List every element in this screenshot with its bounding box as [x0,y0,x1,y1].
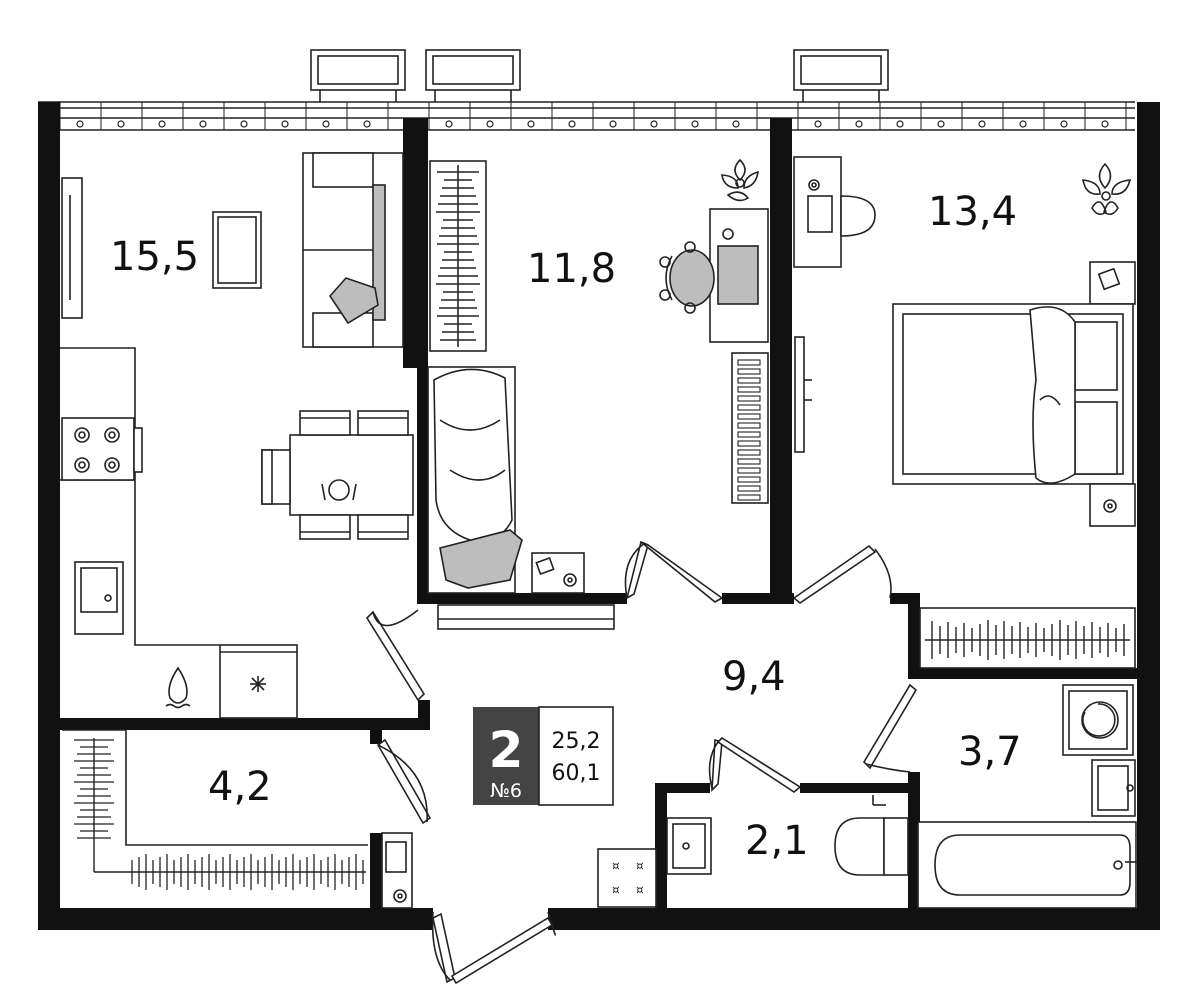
tv-panel [794,336,805,453]
bathroom-fixtures: ¤ ¤ ¤ ¤ [597,684,1138,909]
top-window-rail [38,101,1150,131]
desk-chair [669,249,715,307]
snowflake-icon [250,676,266,692]
pillow-2 [1074,401,1118,475]
bedroom-small-furniture [427,158,769,630]
room-labels: 15,5 11,8 13,4 9,4 4,2 3,7 2,1 [110,189,1022,864]
area-label-toilet: 2,1 [745,818,809,864]
badge-values-box [538,706,614,806]
door-toilet [716,736,802,793]
door-bathroom [862,683,918,770]
total-area-value: 60,1 [552,761,601,786]
water-heater [381,832,413,909]
svg-text:¤: ¤ [612,859,620,873]
wall-storage-stub [370,730,382,744]
wall-toilet-left [655,783,667,910]
living-kitchen-furniture [60,152,414,719]
wall-bedroom-small-bottom-b [722,593,794,604]
area-label-bathroom: 3,7 [958,729,1022,775]
wall-bottom-right [548,908,1160,930]
wall-bottom-left [38,908,433,930]
svg-text:¤: ¤ [636,859,644,873]
door-living [365,610,426,702]
unit-number: №6 [490,780,522,802]
wall-right [1137,102,1160,930]
room-count: 2 [489,721,524,779]
bedroom-large-furniture [793,156,1136,669]
wall-bedroom-small-bottom-a [417,593,627,604]
area-label-storage: 4,2 [208,764,272,810]
wall-storage-right [370,833,382,910]
wall-toilet-top-b [800,783,918,793]
wall-bedroom-divider [770,118,792,604]
pillow [439,529,523,589]
door-entrance-leaf [450,916,554,985]
washing-machine [1062,684,1134,756]
area-label-hallway: 9,4 [722,654,786,700]
wall-bathroom-top [908,668,1138,679]
wall-toilet-top-a [655,783,710,793]
door-bedroom-small-leaf [640,541,724,603]
living-area-value: 25,2 [552,729,601,754]
blanket [433,368,513,542]
pillow-1 [1074,321,1118,391]
shoe-cabinet [597,848,657,908]
shelf [437,604,615,630]
kitchen-sink [74,561,124,635]
svg-text:¤: ¤ [612,883,620,897]
area-label-living-kitchen: 15,5 [110,234,199,280]
walls [38,102,1160,930]
tv-stand [61,177,83,319]
wall-living-bedroom [403,118,417,368]
wall-bathroom-left [908,772,920,910]
chair-large [840,195,876,237]
cabinet-marks: ¤ ¤ ¤ ¤ [612,859,644,897]
svg-text:¤: ¤ [636,883,644,897]
unit-badge: 2 №6 25,2 60,1 [473,706,614,806]
cooktop [61,417,135,481]
duvet-fold [1029,306,1076,484]
area-label-bedroom-large: 13,4 [928,189,1017,235]
door-bedroom-large [792,544,877,605]
water-drop-icon [168,666,188,704]
bathtub [917,821,1137,909]
wall-left [38,102,60,928]
doors [365,540,918,985]
wall-storage-top [60,718,430,730]
wall-storage-corner [418,700,430,730]
door-toilet-frame [711,738,723,793]
door-storage [376,738,432,825]
area-label-bedroom-small: 11,8 [527,246,616,292]
dining-table [289,434,414,516]
toilet-bowl [834,817,885,876]
desk-large [793,156,842,268]
cushion [328,277,379,325]
plant-icon-small [721,158,759,202]
plant-icon-large [1082,162,1132,216]
wall-bedroom-small-left [417,118,428,604]
storage-furniture [62,729,413,909]
badge-background [473,707,539,805]
window-boxes [310,49,889,102]
wall-wardrobe-left [908,593,920,679]
wall-bedroom-large-bottom [890,593,920,604]
